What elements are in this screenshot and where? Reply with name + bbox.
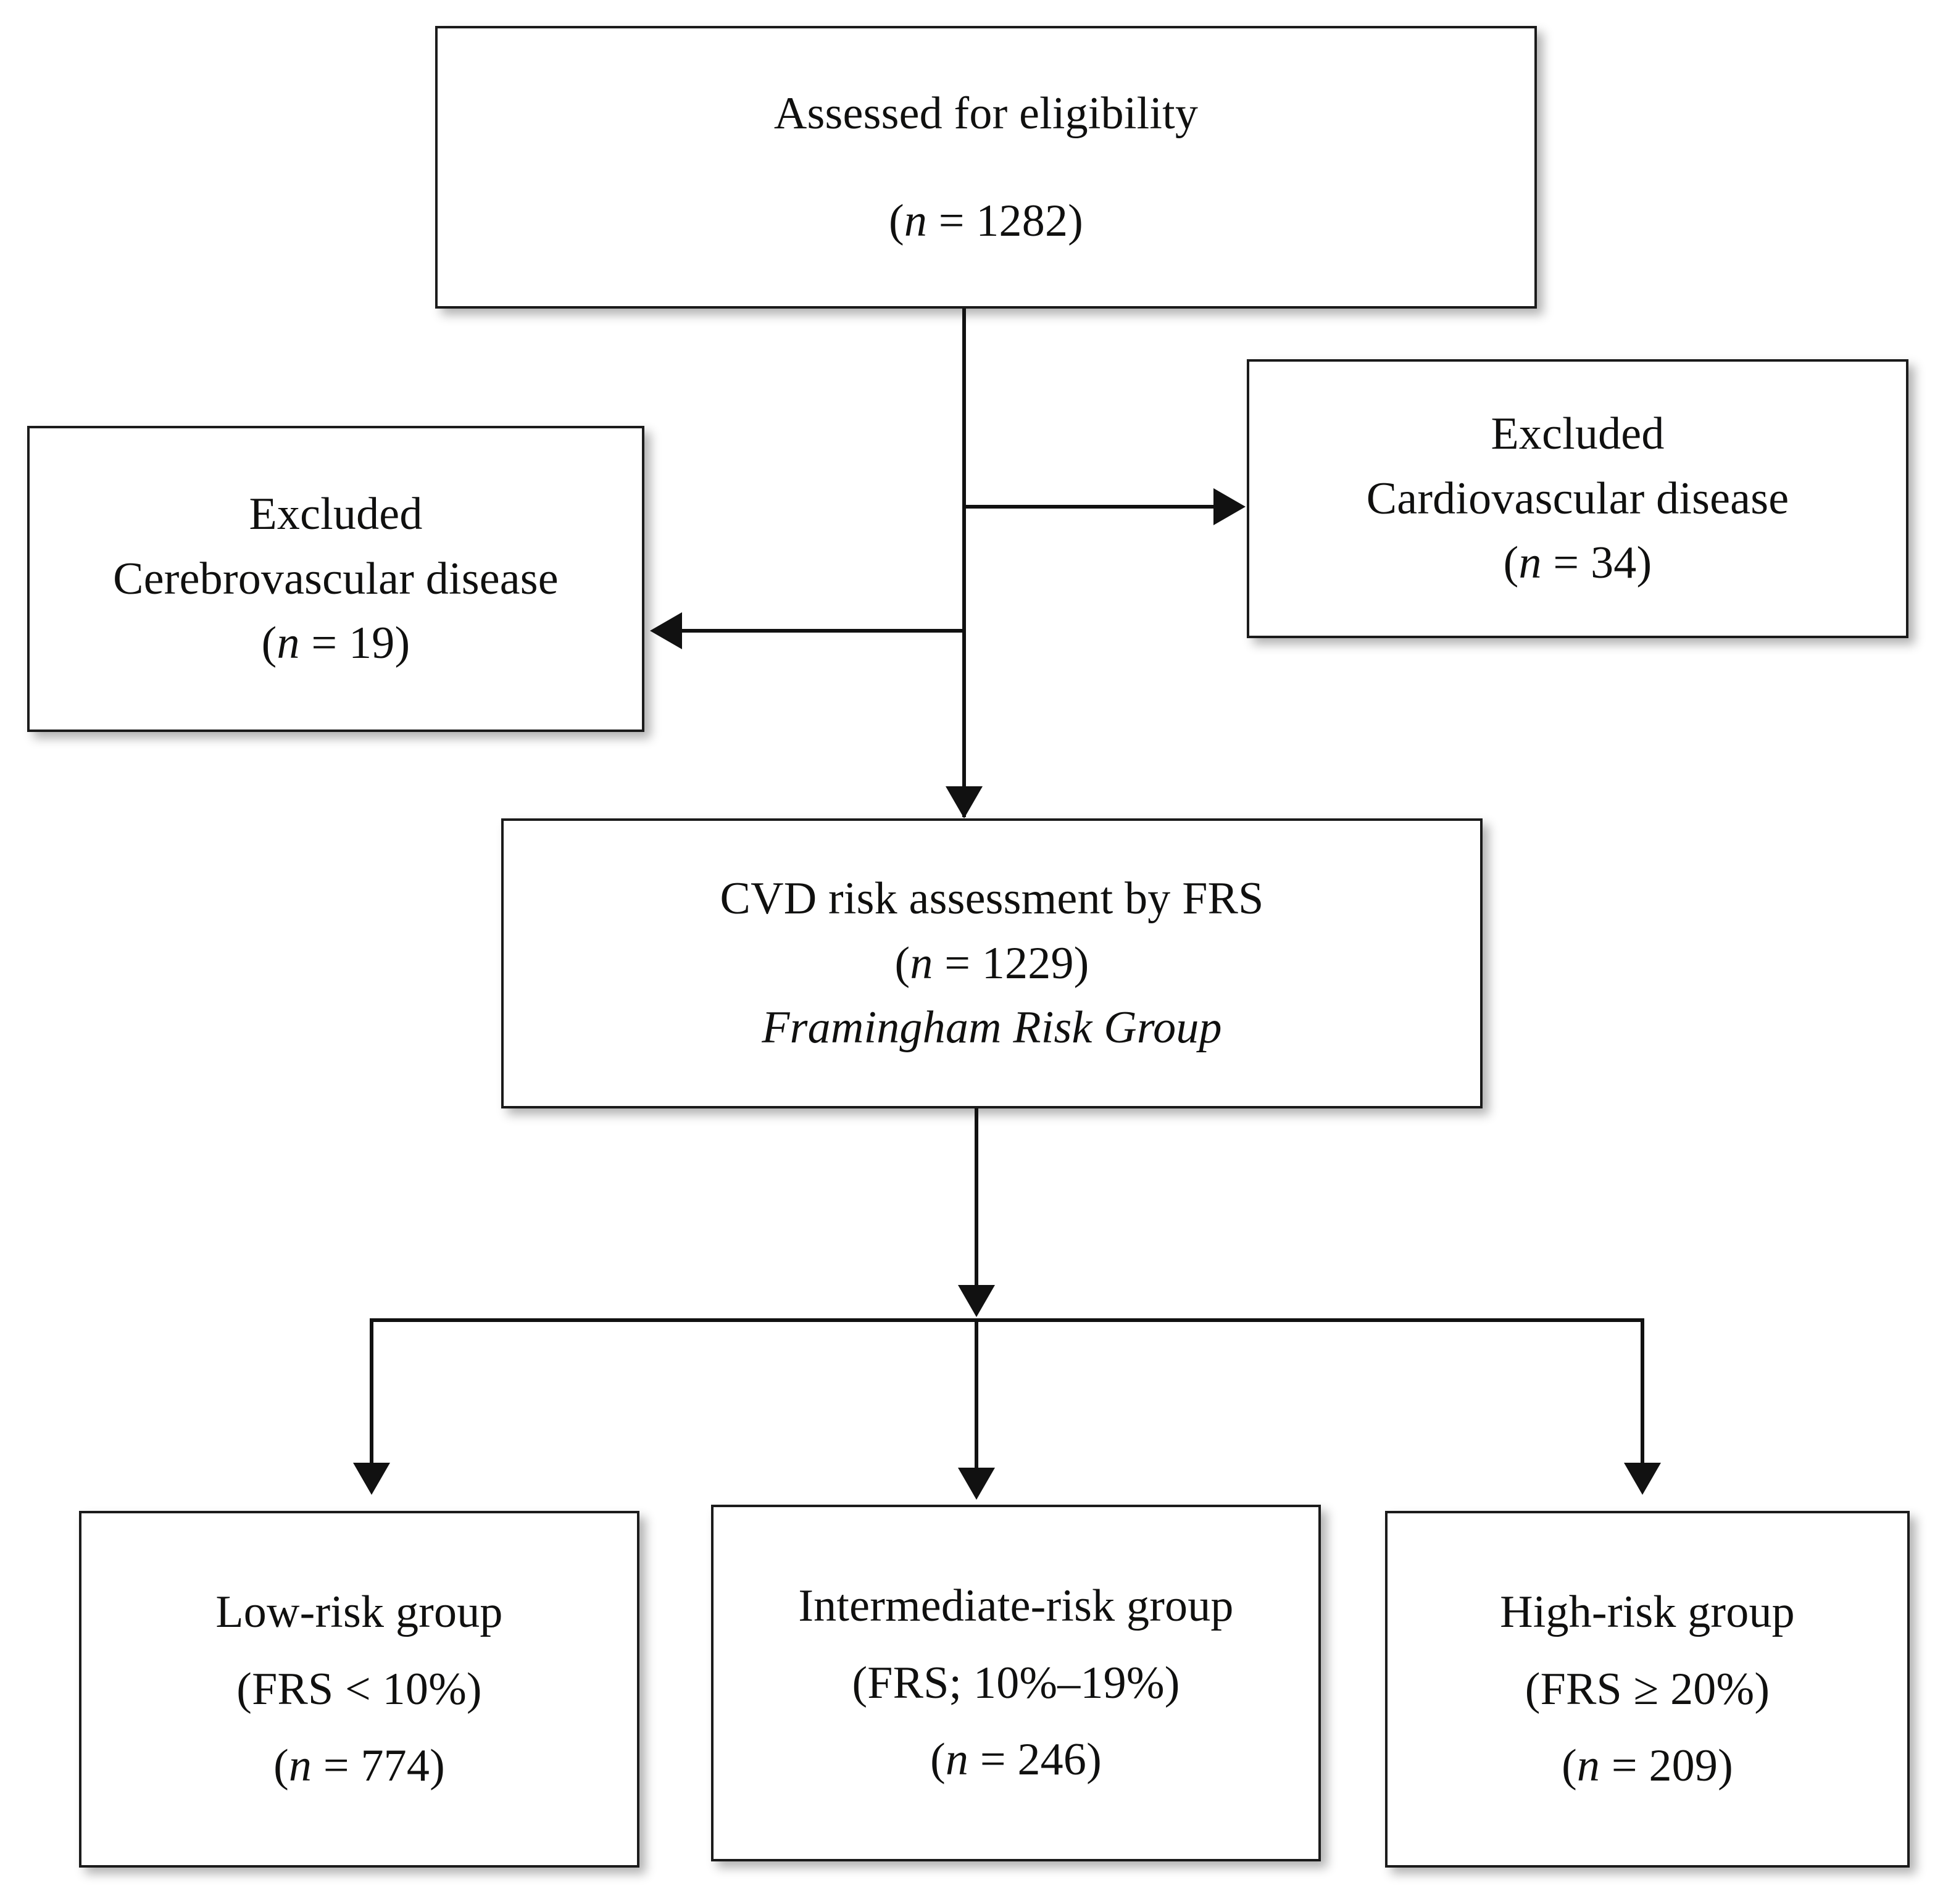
paren-close: ) bbox=[1636, 538, 1652, 589]
arrowhead-to-split-bar bbox=[958, 1285, 995, 1317]
n-value: 246 bbox=[1017, 1734, 1087, 1786]
equals: = bbox=[927, 196, 976, 246]
paren-open: ( bbox=[273, 1740, 289, 1792]
node-excluded-cerebrovascular-disease[interactable]: Excluded Cerebrovascular disease (n = 19… bbox=[27, 426, 644, 732]
n-symbol: n bbox=[904, 196, 928, 246]
n-value: 34 bbox=[1591, 538, 1637, 589]
connector-frs-to-split bbox=[975, 1108, 978, 1287]
paren-close: ) bbox=[394, 618, 410, 669]
paren-open: ( bbox=[1503, 538, 1519, 589]
arrowhead-to-low-risk bbox=[353, 1463, 390, 1495]
equals: = bbox=[299, 618, 349, 669]
connector-split-bar bbox=[370, 1318, 1644, 1322]
high-risk-count: (n = 209) bbox=[1562, 1742, 1733, 1790]
cerebro-count: (n = 19) bbox=[262, 619, 410, 667]
node-cvd-risk-assessment-by-frs[interactable]: CVD risk assessment by FRS (n = 1229) Fr… bbox=[501, 818, 1483, 1108]
paren-close: ) bbox=[1718, 1740, 1733, 1792]
n-value: 19 bbox=[349, 618, 395, 669]
connector-to-excluded-cardiovascular bbox=[962, 505, 1215, 509]
arrowhead-to-intermediate-risk bbox=[958, 1468, 995, 1500]
low-risk-title: Low-risk group bbox=[215, 1587, 503, 1638]
cerebro-line1: Excluded bbox=[249, 489, 423, 540]
paren-close: ) bbox=[1086, 1734, 1102, 1786]
node-low-risk-group[interactable]: Low-risk group (FRS < 10%) (n = 774) bbox=[79, 1511, 639, 1868]
low-risk-count: (n = 774) bbox=[273, 1742, 445, 1790]
connector-split-to-low-risk bbox=[370, 1318, 373, 1465]
paren-open: ( bbox=[261, 618, 277, 669]
paren-open: ( bbox=[1562, 1740, 1577, 1792]
intermediate-risk-count: (n = 246) bbox=[930, 1736, 1102, 1784]
connector-to-excluded-cerebrovascular bbox=[682, 629, 966, 633]
n-value: 1282 bbox=[976, 196, 1068, 246]
n-symbol: n bbox=[1576, 1740, 1600, 1792]
connector-split-to-high-risk bbox=[1641, 1318, 1644, 1465]
paren-close: ) bbox=[430, 1740, 445, 1792]
arrowhead-to-excluded-cardiovascular bbox=[1213, 488, 1246, 525]
equals: = bbox=[312, 1740, 361, 1792]
arrowhead-to-excluded-cerebrovascular bbox=[650, 612, 682, 649]
n-symbol: n bbox=[288, 1740, 312, 1792]
n-symbol: n bbox=[277, 618, 300, 669]
cardio-line1: Excluded bbox=[1491, 409, 1665, 460]
n-symbol: n bbox=[945, 1734, 969, 1786]
equals: = bbox=[933, 937, 982, 989]
equals: = bbox=[968, 1734, 1018, 1786]
paren-open: ( bbox=[930, 1734, 946, 1786]
paren-close: ) bbox=[1073, 937, 1089, 989]
low-risk-criteria: (FRS < 10%) bbox=[236, 1663, 482, 1715]
cardio-line2: Cardiovascular disease bbox=[1366, 473, 1789, 524]
node-assessed-for-eligibility[interactable]: Assessed for eligibility (n = 1282) bbox=[435, 26, 1537, 309]
intermediate-risk-criteria: (FRS; 10%–19%) bbox=[852, 1657, 1180, 1708]
arrowhead-to-frs-assessment bbox=[946, 786, 983, 818]
arrowhead-to-high-risk bbox=[1624, 1463, 1661, 1495]
assessed-count: (n = 1282) bbox=[889, 197, 1083, 245]
node-excluded-cardiovascular-disease[interactable]: Excluded Cardiovascular disease (n = 34) bbox=[1247, 359, 1908, 638]
cardio-count: (n = 34) bbox=[1504, 539, 1652, 587]
equals: = bbox=[1600, 1740, 1649, 1792]
node-intermediate-risk-group[interactable]: Intermediate-risk group (FRS; 10%–19%) (… bbox=[711, 1505, 1321, 1861]
paren-open: ( bbox=[894, 937, 910, 989]
n-value: 1229 bbox=[981, 937, 1074, 989]
assessed-title: Assessed for eligibility bbox=[773, 88, 1199, 139]
cerebro-line2: Cerebrovascular disease bbox=[113, 553, 559, 604]
equals: = bbox=[1541, 538, 1591, 589]
n-symbol: n bbox=[1518, 538, 1542, 589]
high-risk-criteria: (FRS ≥ 20%) bbox=[1525, 1663, 1770, 1715]
frs-count: (n = 1229) bbox=[894, 939, 1089, 987]
frs-title: CVD risk assessment by FRS bbox=[720, 873, 1264, 925]
n-symbol: n bbox=[910, 937, 933, 989]
paren-close: ) bbox=[1068, 196, 1084, 246]
high-risk-title: High-risk group bbox=[1500, 1587, 1795, 1638]
connector-trunk-top bbox=[962, 309, 966, 817]
node-high-risk-group[interactable]: High-risk group (FRS ≥ 20%) (n = 209) bbox=[1385, 1511, 1910, 1868]
framingham-risk-group-label: Framingham Risk Group bbox=[762, 1002, 1222, 1054]
n-value: 774 bbox=[360, 1740, 430, 1792]
paren-open: ( bbox=[888, 196, 904, 246]
intermediate-risk-title: Intermediate-risk group bbox=[798, 1581, 1234, 1632]
n-value: 209 bbox=[1649, 1740, 1718, 1792]
connector-split-to-intermediate-risk bbox=[975, 1318, 978, 1470]
